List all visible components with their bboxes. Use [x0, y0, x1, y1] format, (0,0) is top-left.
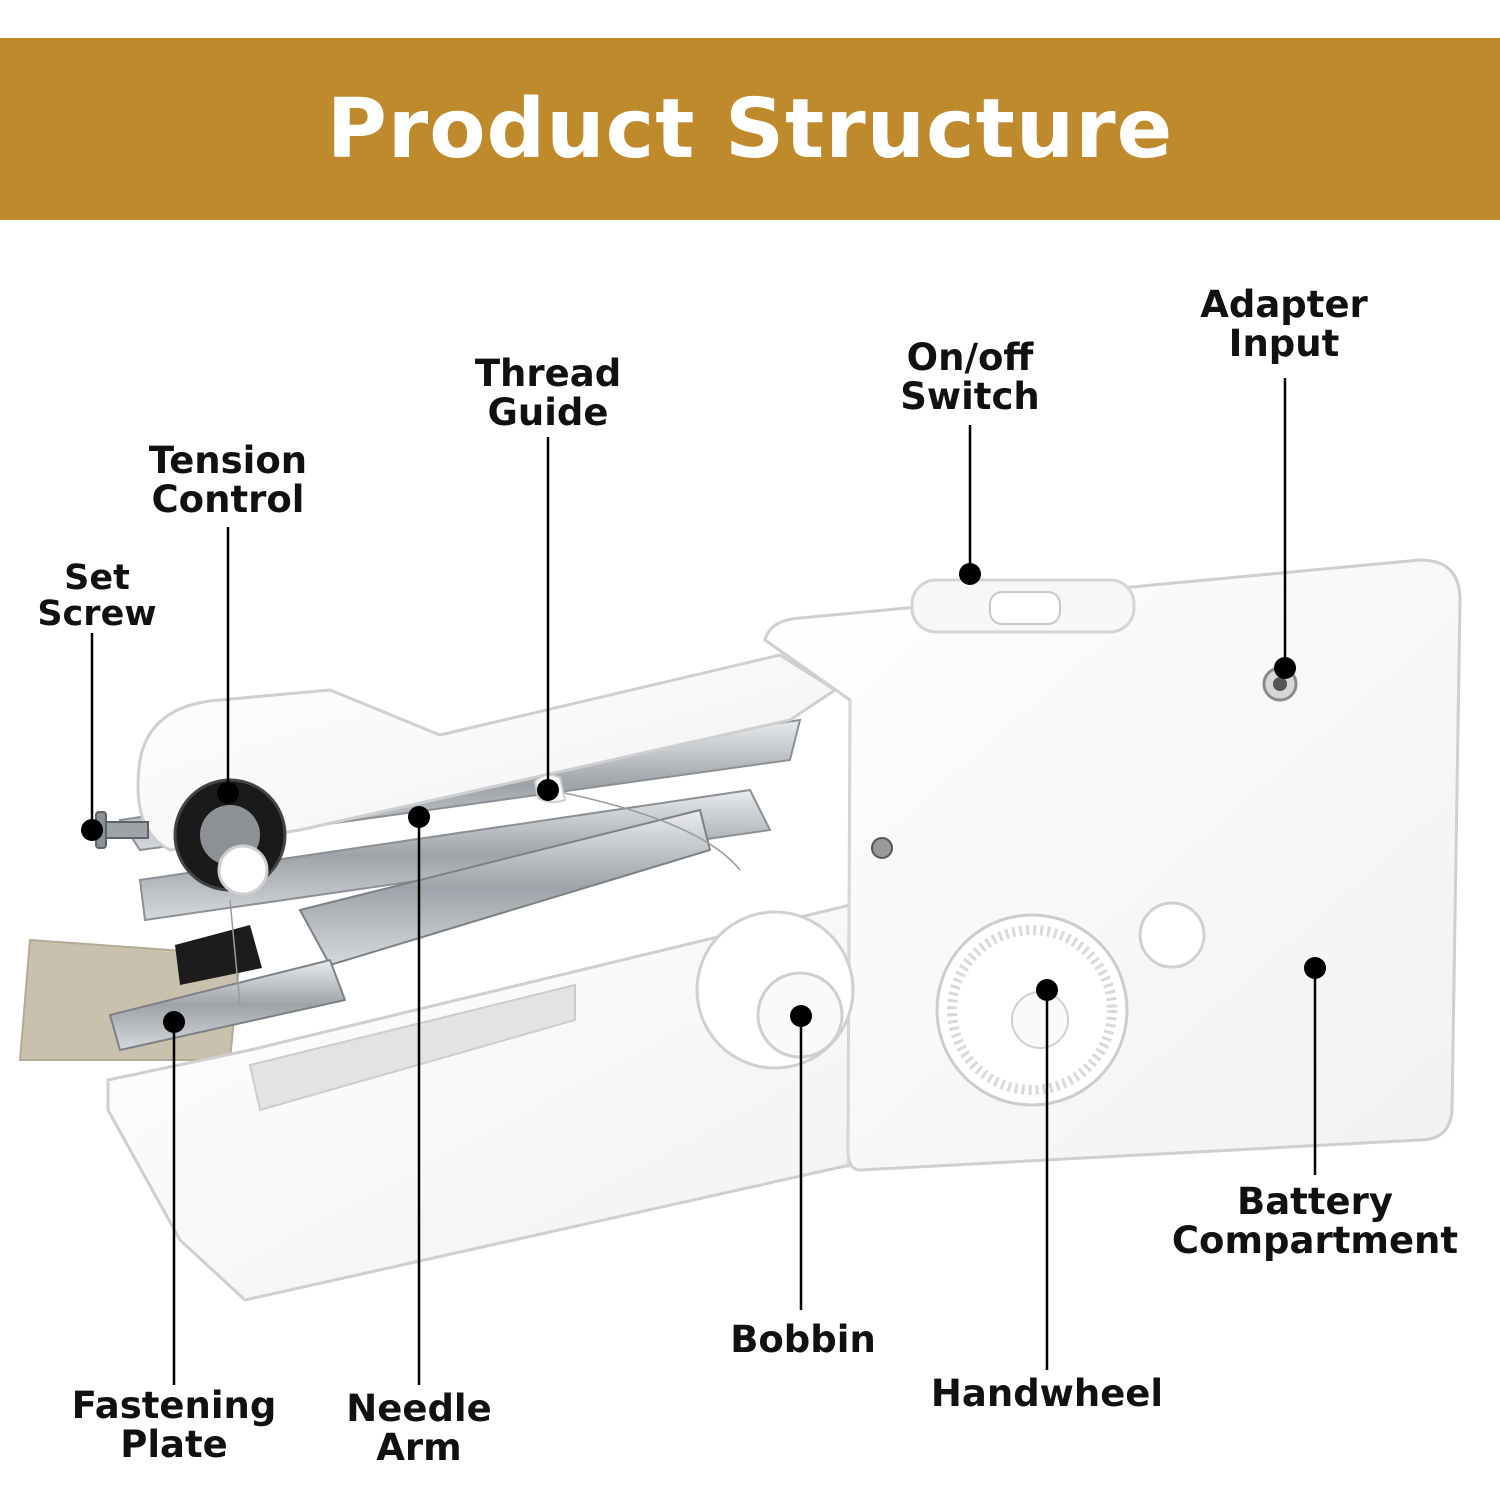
callout-dot-battery	[1304, 957, 1326, 979]
callout-dot-handwheel	[1036, 979, 1058, 1001]
lower-metal-plate	[138, 788, 772, 922]
title-banner: Product Structure	[0, 38, 1500, 220]
callout-dot-fastening	[163, 1011, 185, 1033]
handwheel-ridges	[947, 925, 1117, 1095]
upper-arm	[136, 653, 838, 852]
presser-foot-dark	[175, 925, 262, 985]
housing-seam	[847, 699, 851, 1169]
callout-dots	[81, 563, 1326, 1033]
switch-slider	[989, 591, 1061, 625]
callout-dot-thread-guide	[537, 779, 559, 801]
label-bobbin: Bobbin	[730, 1318, 876, 1361]
label-tension-control: Tension Control	[148, 439, 308, 521]
callout-dot-tension	[217, 782, 239, 804]
handwheel-hub	[1011, 991, 1069, 1049]
machine-base	[106, 903, 852, 1302]
callout-dot-switch	[959, 563, 981, 585]
needle-arm-plate	[298, 808, 712, 967]
label-battery-compartment: Battery Compartment	[1171, 1180, 1459, 1262]
callout-dot-bobbin	[790, 1005, 812, 1027]
tension-knob	[217, 844, 269, 896]
label-adapter-input: Adapter Input	[1200, 283, 1368, 365]
callout-dot-needle-arm	[408, 806, 430, 828]
page-title: Product Structure	[326, 81, 1174, 177]
round-button	[1138, 901, 1206, 969]
housing-screw	[871, 837, 893, 859]
label-set-screw: Set Screw	[37, 558, 157, 634]
callout-dot-set-screw	[81, 819, 103, 841]
thread	[229, 789, 741, 1006]
callout-dot-adapter	[1274, 657, 1296, 679]
label-needle-arm: Needle Arm	[346, 1387, 492, 1469]
base-groove	[248, 983, 576, 1112]
label-handwheel: Handwheel	[930, 1372, 1164, 1415]
label-fastening-plate: Fastening Plate	[71, 1384, 277, 1466]
label-on-off-switch: On/off Switch	[900, 336, 1040, 418]
leader-lines	[90, 378, 1317, 1385]
main-housing	[763, 558, 1462, 1172]
label-thread-guide: Thread Guide	[474, 352, 622, 434]
